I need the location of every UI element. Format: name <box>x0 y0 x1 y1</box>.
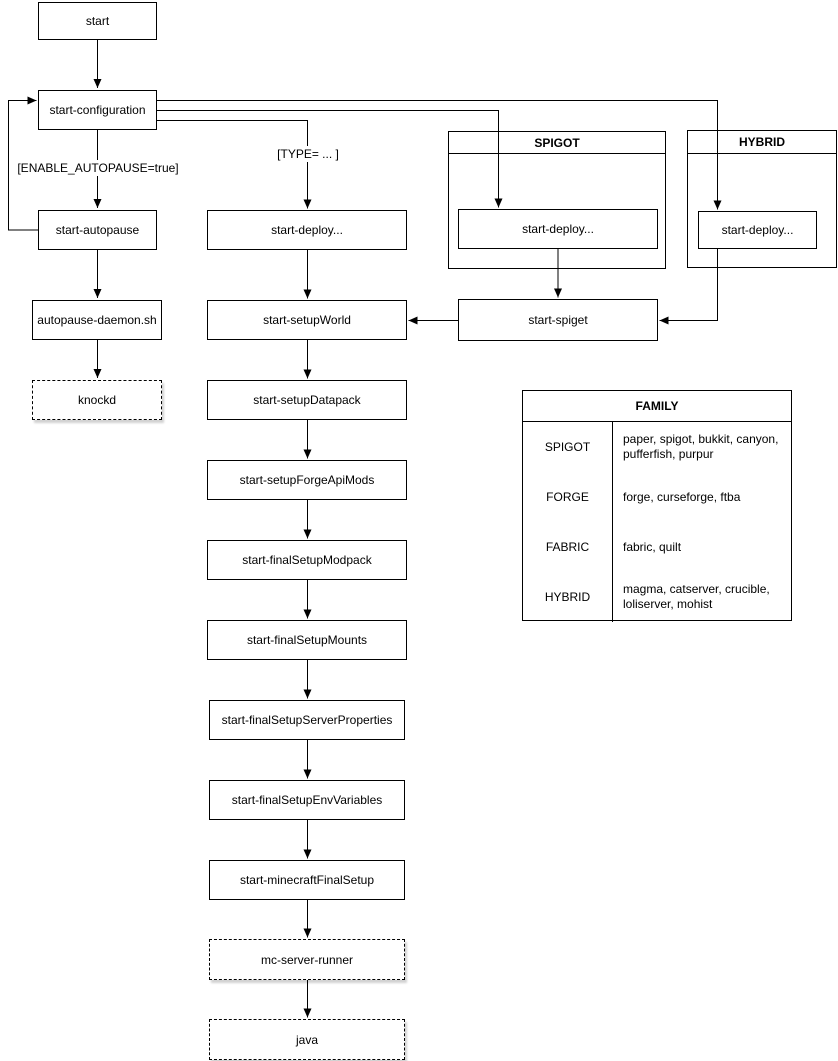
node-start-final-setup-mounts: start-finalSetupMounts <box>207 620 407 660</box>
node-start-setup-forge-api-mods: start-setupForgeApiMods <box>207 460 407 500</box>
node-start-configuration: start-configuration <box>38 90 157 130</box>
node-start-spiget: start-spiget <box>458 299 658 341</box>
family-members-forge: forge, curseforge, ftba <box>623 489 741 504</box>
family-row-fabric: FABRIC fabric, quilt <box>523 522 791 572</box>
group-hybrid-header: HYBRID <box>688 131 836 154</box>
group-spigot-header: SPIGOT <box>449 132 665 154</box>
node-start-final-setup-modpack: start-finalSetupModpack <box>207 540 407 580</box>
edge-label-enable-autopause: [ENABLE_AUTOPAUSE=true] <box>14 160 182 176</box>
family-table-title: FAMILY <box>523 391 791 422</box>
family-members-spigot: paper, spigot, bukkit, canyon, pufferfis… <box>623 432 779 461</box>
family-name-spigot: SPIGOT <box>523 422 613 472</box>
node-start-deploy: start-deploy... <box>207 210 407 250</box>
family-members-fabric: fabric, quilt <box>623 539 682 554</box>
node-start-final-setup-server-properties: start-finalSetupServerProperties <box>209 700 405 740</box>
family-name-fabric: FABRIC <box>523 522 613 572</box>
family-table: FAMILY SPIGOT paper, spigot, bukkit, can… <box>522 390 792 622</box>
node-java: java <box>209 1019 405 1060</box>
node-start-final-setup-env-variables: start-finalSetupEnvVariables <box>209 780 405 820</box>
edge-label-type: [TYPE= ... ] <box>274 146 342 162</box>
family-name-hybrid: HYBRID <box>523 572 613 622</box>
node-start-setup-world: start-setupWorld <box>207 300 407 340</box>
node-knockd: knockd <box>32 380 162 420</box>
node-mc-server-runner: mc-server-runner <box>209 939 405 980</box>
node-autopause-daemon: autopause-daemon.sh <box>32 300 162 340</box>
family-row-hybrid: HYBRID magma, catserver, crucible, lolis… <box>523 572 791 622</box>
node-start-autopause: start-autopause <box>38 210 157 250</box>
node-start: start <box>38 2 157 40</box>
family-row-forge: FORGE forge, curseforge, ftba <box>523 472 791 522</box>
node-start-setup-datapack: start-setupDatapack <box>207 380 407 420</box>
family-row-spigot: SPIGOT paper, spigot, bukkit, canyon, pu… <box>523 422 791 472</box>
family-members-hybrid: magma, catserver, crucible, loliserver, … <box>623 582 770 611</box>
node-hybrid-start-deploy: start-deploy... <box>698 211 817 249</box>
node-start-minecraft-final-setup: start-minecraftFinalSetup <box>209 860 405 900</box>
family-name-forge: FORGE <box>523 472 613 522</box>
node-spigot-start-deploy: start-deploy... <box>458 209 658 249</box>
